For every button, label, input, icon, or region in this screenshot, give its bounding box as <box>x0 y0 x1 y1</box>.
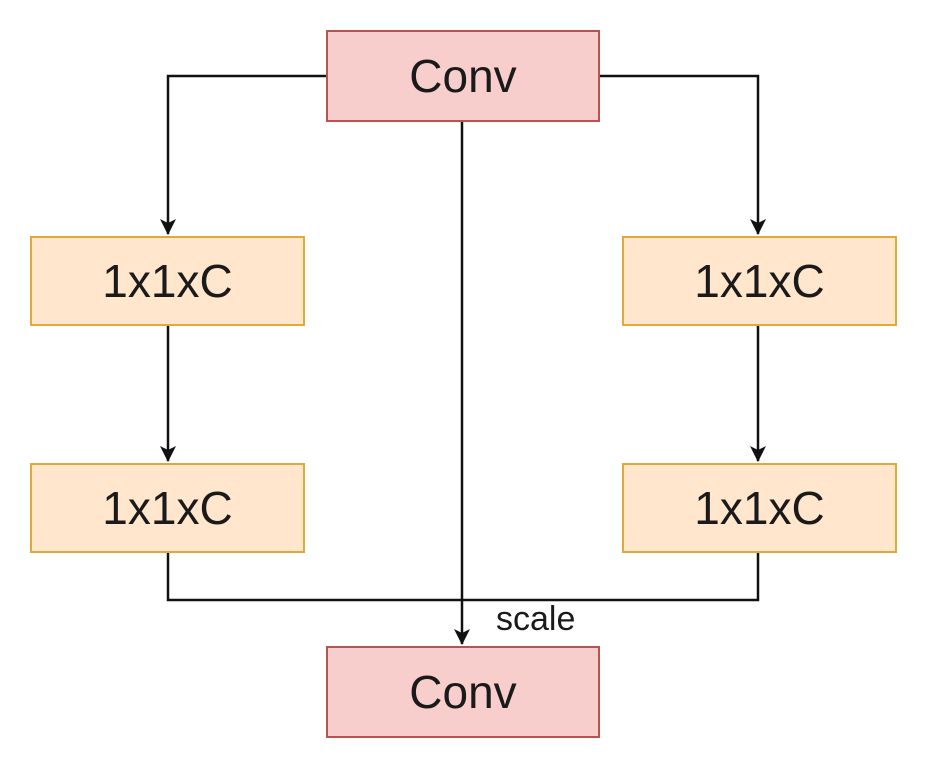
conv-node-bottom: Conv <box>326 646 600 738</box>
right-first-block-label: 1x1xC <box>694 255 825 307</box>
scale-edge-label: scale <box>496 600 576 638</box>
conv-node-top: Conv <box>326 30 600 122</box>
conv-node-top-label: Conv <box>409 50 517 102</box>
left-first-block-label: 1x1xC <box>102 255 233 307</box>
left-second-block: 1x1xC <box>30 463 305 553</box>
edge-conv-to-right-first <box>600 74 766 235</box>
right-first-block: 1x1xC <box>622 236 897 326</box>
edge-conv-to-left-first <box>160 74 326 235</box>
right-second-block-label: 1x1xC <box>694 482 825 534</box>
left-second-block-label: 1x1xC <box>102 482 233 534</box>
left-first-block: 1x1xC <box>30 236 305 326</box>
right-second-block: 1x1xC <box>622 463 897 553</box>
conv-node-bottom-label: Conv <box>409 666 517 718</box>
